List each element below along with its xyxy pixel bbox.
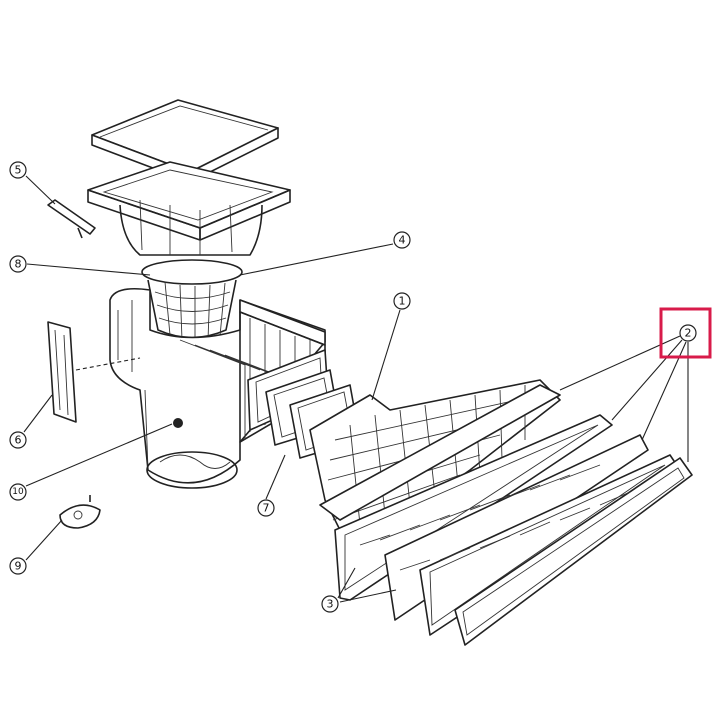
leader-lines [23, 175, 689, 603]
svg-text:6: 6 [15, 434, 22, 447]
callout-6: 6 [9, 431, 27, 449]
callout-2: 2 [679, 324, 697, 342]
callout-10: 10 [9, 483, 27, 501]
skimmer-lid [91, 99, 279, 183]
callout-8: 8 [9, 255, 27, 273]
part-5-clip [47, 199, 96, 239]
callout-1: 1 [393, 292, 411, 310]
svg-text:8: 8 [15, 258, 22, 271]
svg-text:7: 7 [263, 502, 270, 515]
callout-3: 3 [321, 595, 339, 613]
skimmer-collar [87, 161, 291, 256]
svg-text:1: 1 [399, 295, 406, 308]
svg-text:9: 9 [15, 560, 22, 573]
callout-4: 4 [393, 231, 411, 249]
highlight-box-part-2 [659, 307, 712, 359]
svg-text:10: 10 [12, 487, 24, 497]
svg-text:4: 4 [399, 234, 406, 247]
svg-text:3: 3 [327, 598, 334, 611]
svg-text:5: 5 [15, 164, 22, 177]
callout-5: 5 [9, 161, 27, 179]
callout-7: 7 [257, 499, 275, 517]
part-2-faceplates [319, 384, 693, 646]
part-8-basket [141, 259, 243, 341]
svg-text:2: 2 [685, 327, 692, 340]
part-9-cap [59, 495, 101, 529]
callout-9: 9 [9, 557, 27, 575]
part-6-plate [47, 321, 141, 423]
